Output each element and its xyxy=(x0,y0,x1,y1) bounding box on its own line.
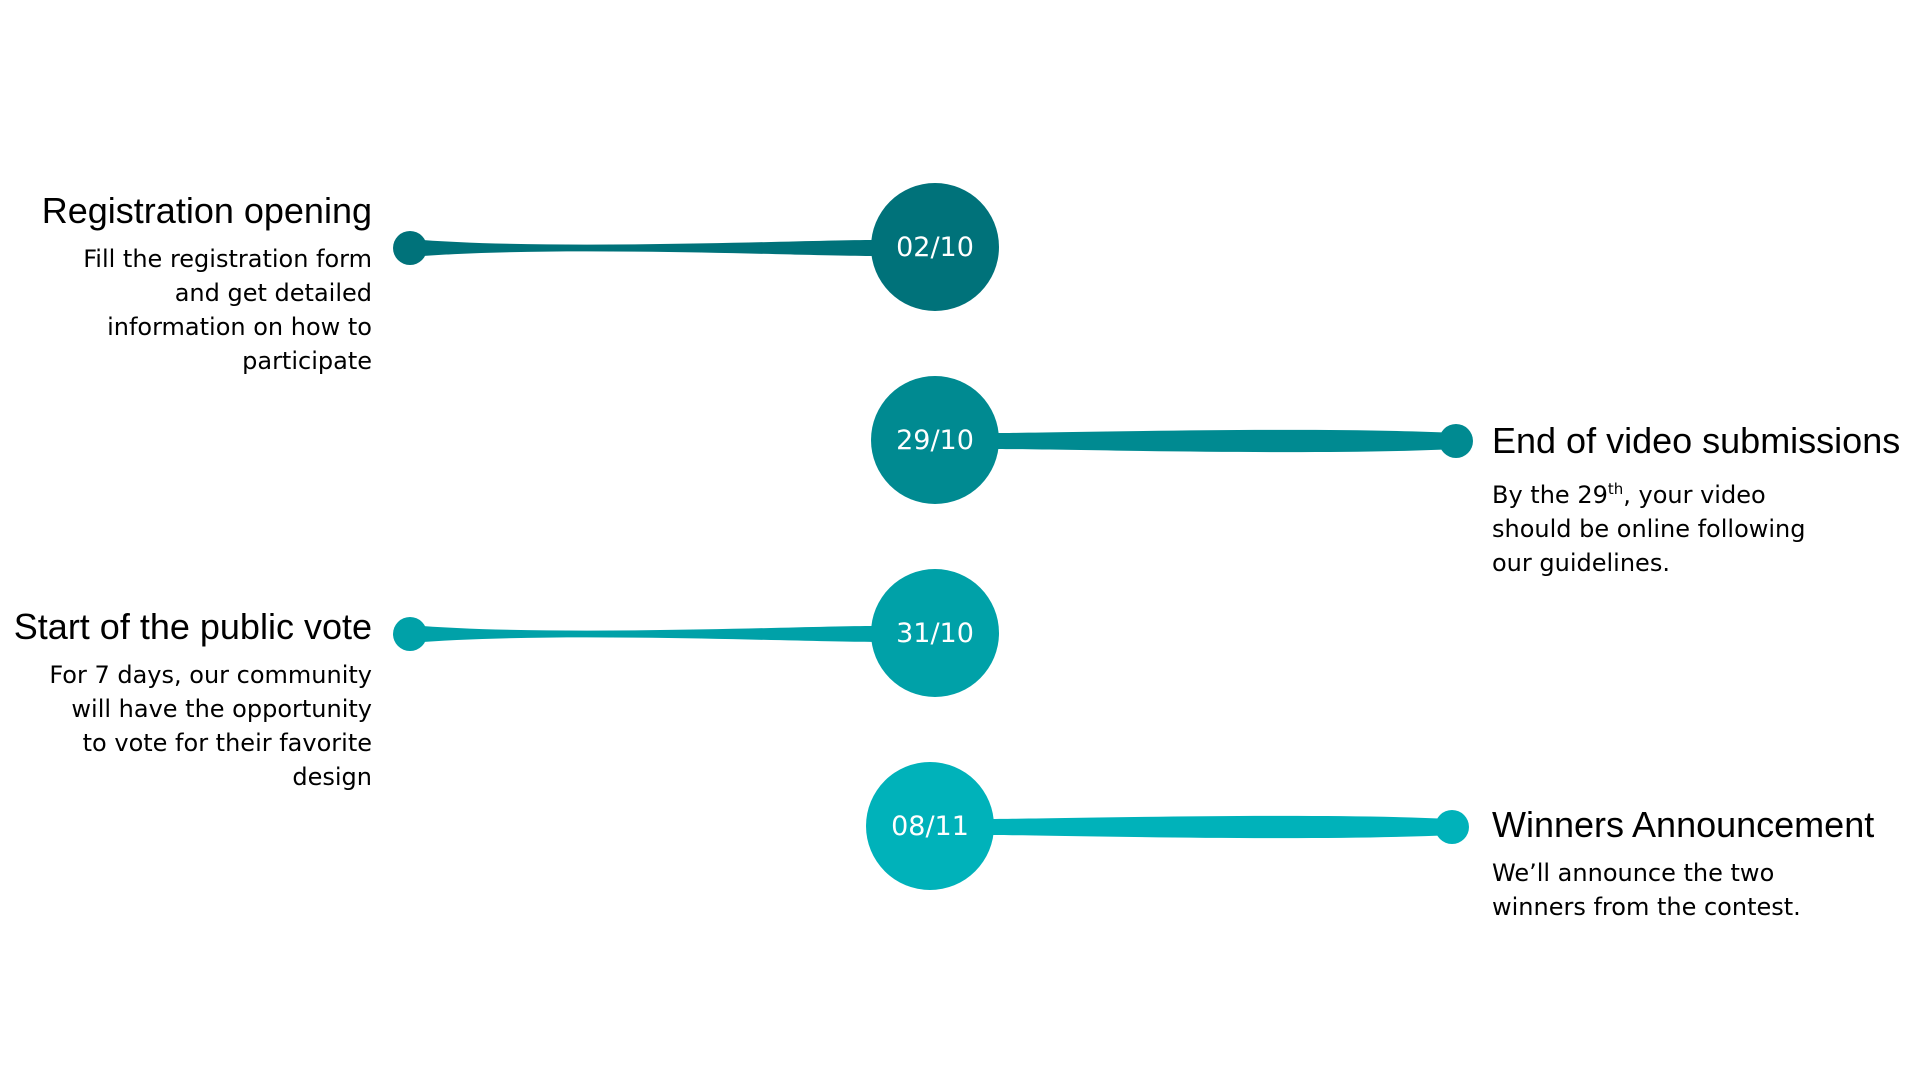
description-line: By the 29th, your video xyxy=(1492,472,1920,512)
connector-3 xyxy=(410,625,875,643)
ordinal-suffix: th xyxy=(1607,480,1624,499)
date-circle-4: 08/11 xyxy=(866,762,994,890)
event-title: End of video submissions xyxy=(1492,420,1901,461)
connector-2 xyxy=(990,429,1456,453)
description-line: We’ll announce the two xyxy=(1492,859,1775,888)
description-line: winners from the contest. xyxy=(1492,893,1801,922)
connector-dot-2 xyxy=(1439,424,1473,458)
connector-dot-1 xyxy=(393,231,427,265)
date-circle-3: 31/10 xyxy=(871,569,999,697)
description-text: , your video xyxy=(1623,481,1766,510)
event-title: Start of the public vote xyxy=(13,606,372,647)
date-circle-1: 02/10 xyxy=(871,183,999,311)
description-line: design xyxy=(292,763,372,792)
event-title: Winners Announcement xyxy=(1492,804,1875,845)
description-line: to vote for their favorite xyxy=(82,729,372,758)
connector-1 xyxy=(410,239,875,257)
description-line: should be online following xyxy=(1492,515,1806,544)
date-label: 08/11 xyxy=(891,810,969,842)
date-label: 02/10 xyxy=(896,231,974,263)
connector-4 xyxy=(985,815,1452,839)
event-start-of-public-vote: Start of the public vote For 7 days, our… xyxy=(0,605,372,794)
connector-dot-3 xyxy=(393,617,427,651)
event-description: We’ll announce the two winners from the … xyxy=(1492,856,1920,924)
event-registration-opening: Registration opening Fill the registrati… xyxy=(0,189,372,378)
description-line: will have the opportunity xyxy=(71,695,372,724)
date-circle-2: 29/10 xyxy=(871,376,999,504)
event-description: By the 29th, your video should be online… xyxy=(1492,472,1920,580)
event-end-of-video-submissions: End of video submissions By the 29th, yo… xyxy=(1492,419,1920,580)
description-line: our guidelines. xyxy=(1492,549,1670,578)
description-line: information on how to xyxy=(107,313,372,342)
event-description: Fill the registration form and get detai… xyxy=(0,242,372,378)
event-description: For 7 days, our community will have the … xyxy=(0,658,372,794)
description-text: By the 29 xyxy=(1492,481,1608,510)
description-line: participate xyxy=(242,347,372,376)
description-line: Fill the registration form xyxy=(83,245,372,274)
description-line: For 7 days, our community xyxy=(49,661,372,690)
connector-dot-4 xyxy=(1435,810,1469,844)
date-label: 29/10 xyxy=(896,424,974,456)
event-title: Registration opening xyxy=(41,190,372,231)
event-winners-announcement: Winners Announcement We’ll announce the … xyxy=(1492,803,1920,924)
date-label: 31/10 xyxy=(896,617,974,649)
description-line: and get detailed xyxy=(174,279,372,308)
